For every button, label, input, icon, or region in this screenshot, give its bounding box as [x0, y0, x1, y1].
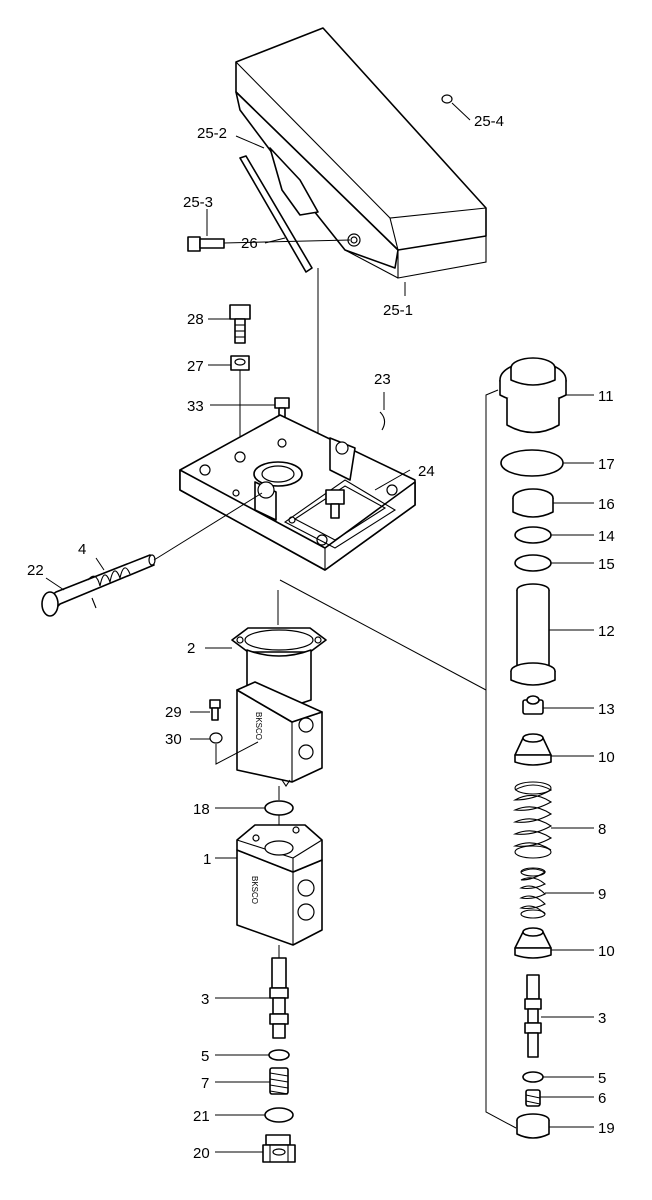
label-6: 6 [598, 1090, 606, 1107]
nut-13 [522, 695, 594, 715]
washer-30 [190, 732, 259, 765]
label-19: 19 [598, 1120, 615, 1137]
bolt-28 [208, 304, 251, 344]
ring-5-right [522, 1071, 594, 1083]
clip-23 [379, 392, 386, 431]
spring-4 [87, 557, 131, 609]
ring-14 [514, 526, 594, 544]
label-1: 1 [203, 851, 211, 868]
stamp-text-upper: BKSCO [254, 712, 263, 740]
label-18: 18 [193, 801, 210, 818]
label-25-3: 25-3 [183, 194, 213, 211]
piston-12 [510, 583, 594, 686]
spring-7 [215, 1067, 289, 1095]
label-10-top: 10 [598, 749, 615, 766]
bushing-16 [512, 488, 594, 518]
label-12: 12 [598, 623, 615, 640]
ring-5-left [215, 1049, 290, 1061]
label-10-bottom: 10 [598, 943, 615, 960]
spool-3-right [524, 974, 594, 1058]
label-4: 4 [78, 541, 86, 558]
label-16: 16 [598, 496, 615, 513]
spring-9 [519, 867, 594, 919]
spring-6 [525, 1089, 594, 1107]
label-25-1: 25-1 [383, 302, 413, 319]
valve-cap-body: BKSCO [236, 681, 323, 787]
label-3-right: 3 [598, 1010, 606, 1027]
cap-11 [499, 357, 594, 434]
o-ring-17 [500, 449, 594, 477]
label-11: 11 [598, 388, 614, 405]
label-21: 21 [193, 1108, 210, 1125]
label-33: 33 [187, 398, 204, 415]
cap-19 [516, 1113, 594, 1139]
label-26: 26 [241, 235, 258, 252]
label-8: 8 [598, 821, 606, 838]
o-ring-21 [215, 1107, 294, 1123]
label-5-right: 5 [598, 1070, 606, 1087]
bolt-25-3 [187, 209, 351, 252]
plug-20 [215, 1134, 296, 1163]
stamp-text-lower: BKSCO [250, 876, 259, 904]
ring-15 [514, 554, 594, 572]
label-7: 7 [201, 1075, 209, 1092]
label-9: 9 [598, 886, 606, 903]
label-29: 29 [165, 704, 182, 721]
o-ring-18 [215, 786, 294, 828]
label-2: 2 [187, 640, 195, 657]
base-plate-24 [179, 414, 416, 571]
label-20: 20 [193, 1145, 210, 1162]
label-28: 28 [187, 311, 204, 328]
pedal-25-1 [235, 27, 487, 279]
screw-29 [190, 699, 221, 721]
label-27: 27 [187, 358, 204, 375]
seat-10-top [514, 733, 594, 766]
seat-10-bottom [514, 927, 594, 959]
label-15: 15 [598, 556, 615, 573]
bracket-line-top [485, 389, 499, 690]
label-24: 24 [418, 463, 435, 480]
valve-body-1: BKSCO [215, 824, 323, 958]
label-22: 22 [27, 562, 44, 579]
bracket-25-2 [235, 135, 319, 216]
spool-3-left [215, 957, 289, 1039]
label-30: 30 [165, 731, 182, 748]
label-25-4: 25-4 [474, 113, 504, 130]
label-14: 14 [598, 528, 615, 545]
spring-8 [512, 781, 594, 859]
label-13: 13 [598, 701, 615, 718]
label-23: 23 [374, 371, 391, 388]
bracket-line-bottom [485, 690, 517, 1129]
clip-25-4 [441, 94, 471, 121]
label-17: 17 [598, 456, 615, 473]
link-line [279, 579, 487, 691]
label-25-2: 25-2 [197, 125, 227, 142]
label-3-left: 3 [201, 991, 209, 1008]
label-5-left: 5 [201, 1048, 209, 1065]
